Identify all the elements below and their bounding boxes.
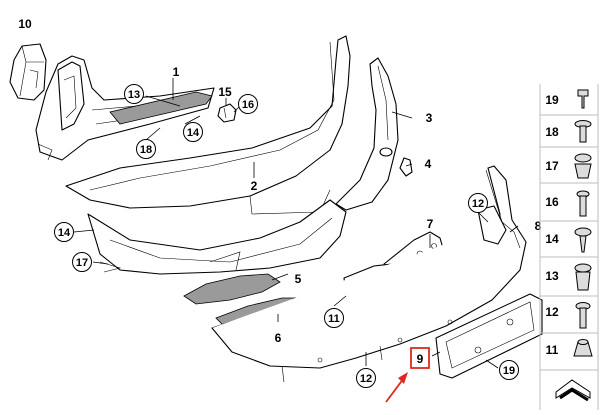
highlight-arrow xyxy=(385,372,408,403)
svg-text:19: 19 xyxy=(503,365,515,377)
part-19-plate-base xyxy=(435,293,543,379)
svg-text:18: 18 xyxy=(140,144,152,156)
callout-4: 4 xyxy=(425,157,432,171)
spreading-nut-icon xyxy=(573,339,593,357)
svg-text:11: 11 xyxy=(546,343,559,357)
callout-5: 5 xyxy=(295,272,302,286)
callout-18: 18 xyxy=(136,139,156,159)
fastener-14: 14 xyxy=(545,227,592,253)
svg-text:14: 14 xyxy=(187,127,200,139)
callout-13: 13 xyxy=(124,84,144,104)
callout-12-lower: 12 xyxy=(356,368,376,388)
callout-19: 19 xyxy=(499,360,519,380)
fastener-panel: 19 18 17 16 xyxy=(539,84,599,410)
callout-3: 3 xyxy=(426,111,433,125)
svg-text:9: 9 xyxy=(417,352,424,366)
callout-7: 7 xyxy=(427,217,434,231)
svg-text:14: 14 xyxy=(58,227,71,239)
callout-1: 1 xyxy=(173,65,180,79)
part-15-clip xyxy=(217,103,237,123)
part-2-bumper-cover xyxy=(65,35,351,215)
part-12-side-bracket xyxy=(477,205,507,245)
svg-text:19: 19 xyxy=(545,93,559,107)
svg-text:13: 13 xyxy=(545,269,559,283)
svg-text:12: 12 xyxy=(360,373,372,385)
svg-text:16: 16 xyxy=(242,99,254,111)
callout-14-lower: 14 xyxy=(54,222,74,242)
fastener-17: 17 xyxy=(545,153,592,179)
svg-text:12: 12 xyxy=(545,305,559,319)
part-10-bracket xyxy=(9,43,47,101)
part-3-side-panel xyxy=(335,57,399,211)
screw-icon xyxy=(576,190,590,217)
svg-text:17: 17 xyxy=(545,159,559,173)
fastener-18: 18 xyxy=(545,120,592,143)
svg-text:18: 18 xyxy=(545,125,559,139)
svg-text:11: 11 xyxy=(328,313,340,325)
clip-nut-icon xyxy=(577,89,589,109)
part-1-strip xyxy=(109,91,213,125)
callout-6: 6 xyxy=(275,331,282,345)
circled-labels: 13 16 14 18 12 14 17 11 xyxy=(54,84,519,388)
callout-2: 2 xyxy=(251,179,258,193)
fastener-13: 13 xyxy=(545,263,592,291)
callout-11: 11 xyxy=(324,308,344,328)
expanding-rivet-icon xyxy=(574,153,592,179)
svg-text:17: 17 xyxy=(76,257,88,269)
svg-text:12: 12 xyxy=(472,198,484,210)
svg-text:14: 14 xyxy=(545,232,559,246)
svg-text:16: 16 xyxy=(545,195,559,209)
part-18-mount-bracket xyxy=(35,55,215,161)
fastener-11: 11 xyxy=(546,339,593,357)
callout-9-highlighted: 9 xyxy=(410,347,430,369)
callout-16: 16 xyxy=(238,94,258,114)
callout-8: 8 xyxy=(535,219,542,233)
screw-icon xyxy=(575,302,591,329)
callout-15: 15 xyxy=(218,85,232,99)
part-5-reflector xyxy=(183,273,281,305)
fastener-12: 12 xyxy=(545,302,591,329)
leader-lines xyxy=(73,78,519,369)
fastener-16: 16 xyxy=(545,190,590,217)
callout-17: 17 xyxy=(72,252,92,272)
torx-screw-icon xyxy=(574,227,592,253)
push-rivet-icon xyxy=(574,263,592,291)
callout-14: 14 xyxy=(183,122,203,142)
screw-icon xyxy=(574,120,592,143)
svg-text:13: 13 xyxy=(128,89,140,101)
plain-labels: 10 1 15 3 4 2 8 7 5 6 xyxy=(18,17,541,345)
callout-12-upper: 12 xyxy=(468,193,488,213)
part-4-clip xyxy=(399,157,413,177)
part-14-lower-cover xyxy=(87,199,347,275)
fastener-19: 19 xyxy=(545,89,589,109)
callout-10: 10 xyxy=(18,17,32,31)
part-8-lower-diffuser xyxy=(211,165,527,383)
panel-arrow-icon xyxy=(555,379,591,402)
